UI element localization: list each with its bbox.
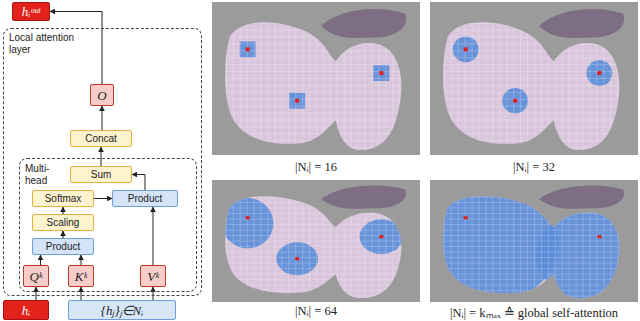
- map-shape: [430, 2, 638, 155]
- map-shape: [212, 180, 420, 302]
- tissue-map: [212, 180, 420, 302]
- connector-arrow: [81, 255, 82, 265]
- map-shape: [597, 71, 601, 75]
- box-text: hᵢ: [22, 304, 31, 317]
- neighbor-box: {hⱼ}ⱼ∈Nᵢ: [68, 300, 176, 320]
- box-text: Qᵏ: [29, 270, 42, 283]
- frame-heading: Multi-head: [25, 163, 57, 186]
- map-shape: [295, 99, 299, 103]
- projection-box: Kᵏ: [68, 265, 94, 287]
- connector-arrow: [63, 231, 64, 238]
- map-shape: [430, 2, 638, 155]
- connector-arrow: [102, 106, 103, 130]
- panel-caption: |Nᵢ| = 16: [295, 160, 337, 175]
- map-shape: [212, 2, 420, 155]
- panel-caption: |Nᵢ| = 32: [513, 160, 555, 175]
- output-box: hᵢᵒᵘᵗ: [12, 2, 50, 21]
- product-box: Product: [32, 238, 94, 255]
- map-shape: [539, 186, 624, 209]
- map-shape: [464, 216, 468, 219]
- map-shape: [430, 180, 638, 302]
- operation-box: Scaling: [32, 214, 94, 231]
- product-box: Product: [112, 190, 178, 207]
- map-shape: [379, 71, 383, 75]
- input-box: hᵢ: [3, 300, 49, 320]
- connector-arrow: [101, 147, 102, 166]
- connector-arrow: [50, 12, 102, 85]
- map-shape: [212, 2, 420, 155]
- tissue-map: [430, 2, 638, 155]
- box-text: O: [97, 89, 106, 102]
- connector-arrow: [36, 287, 37, 300]
- map-shape: [464, 47, 468, 51]
- box-text: Kᵏ: [75, 270, 87, 283]
- weight-box: O: [90, 84, 114, 106]
- panel-caption: |Nᵢ| = kₘₐₓ ≙ global self-attention: [450, 304, 618, 321]
- map-shape: [212, 2, 420, 155]
- box-text: Product: [46, 242, 80, 252]
- map-shape: [379, 235, 383, 238]
- operation-box: Sum: [70, 166, 132, 183]
- box-text: {hⱼ}ⱼ∈Nᵢ: [101, 304, 144, 317]
- map-shape: [212, 180, 420, 302]
- map-shape: [246, 216, 250, 219]
- map-shape: [321, 9, 406, 38]
- box-text: Softmax: [45, 194, 82, 204]
- tissue-map: [212, 2, 420, 155]
- connector-arrow: [94, 198, 112, 199]
- box-text: Sum: [91, 170, 112, 180]
- connector-arrow: [153, 287, 154, 300]
- multihead-frame: Multi-headSumSoftmaxProductScalingProduc…: [19, 158, 197, 292]
- map-shape: [212, 180, 420, 302]
- box-text: Scaling: [47, 218, 80, 228]
- operation-box: Softmax: [32, 190, 94, 207]
- operation-box: Concat: [70, 130, 132, 147]
- layer-frame: Local attention layerO ConcatMulti-head Su…: [3, 28, 202, 296]
- box-text: hᵢᵒᵘᵗ: [22, 5, 40, 18]
- map-shape: [430, 180, 638, 302]
- panel-caption: |Nᵢ| = 64: [295, 304, 337, 319]
- connector-arrow: [132, 175, 145, 191]
- connector-arrow: [153, 207, 154, 265]
- map-shape: [321, 186, 406, 209]
- tissue-map: [430, 180, 638, 302]
- map-shape: [539, 9, 624, 38]
- map-shape: [246, 47, 250, 51]
- connector-arrow: [63, 207, 64, 214]
- box-text: Product: [128, 194, 162, 204]
- map-shape: [430, 180, 638, 302]
- connector-arrow: [81, 287, 82, 300]
- map-shape: [295, 257, 299, 260]
- projection-box: Vᵏ: [140, 265, 166, 287]
- box-text: Concat: [85, 134, 117, 144]
- frame-heading: Local attention layer: [9, 32, 91, 55]
- map-shape: [513, 99, 517, 103]
- projection-box: Qᵏ: [23, 265, 49, 287]
- map-shape: [597, 235, 601, 238]
- box-text: Vᵏ: [147, 270, 159, 283]
- connector-arrow: [40, 255, 41, 265]
- map-shape: [430, 2, 638, 155]
